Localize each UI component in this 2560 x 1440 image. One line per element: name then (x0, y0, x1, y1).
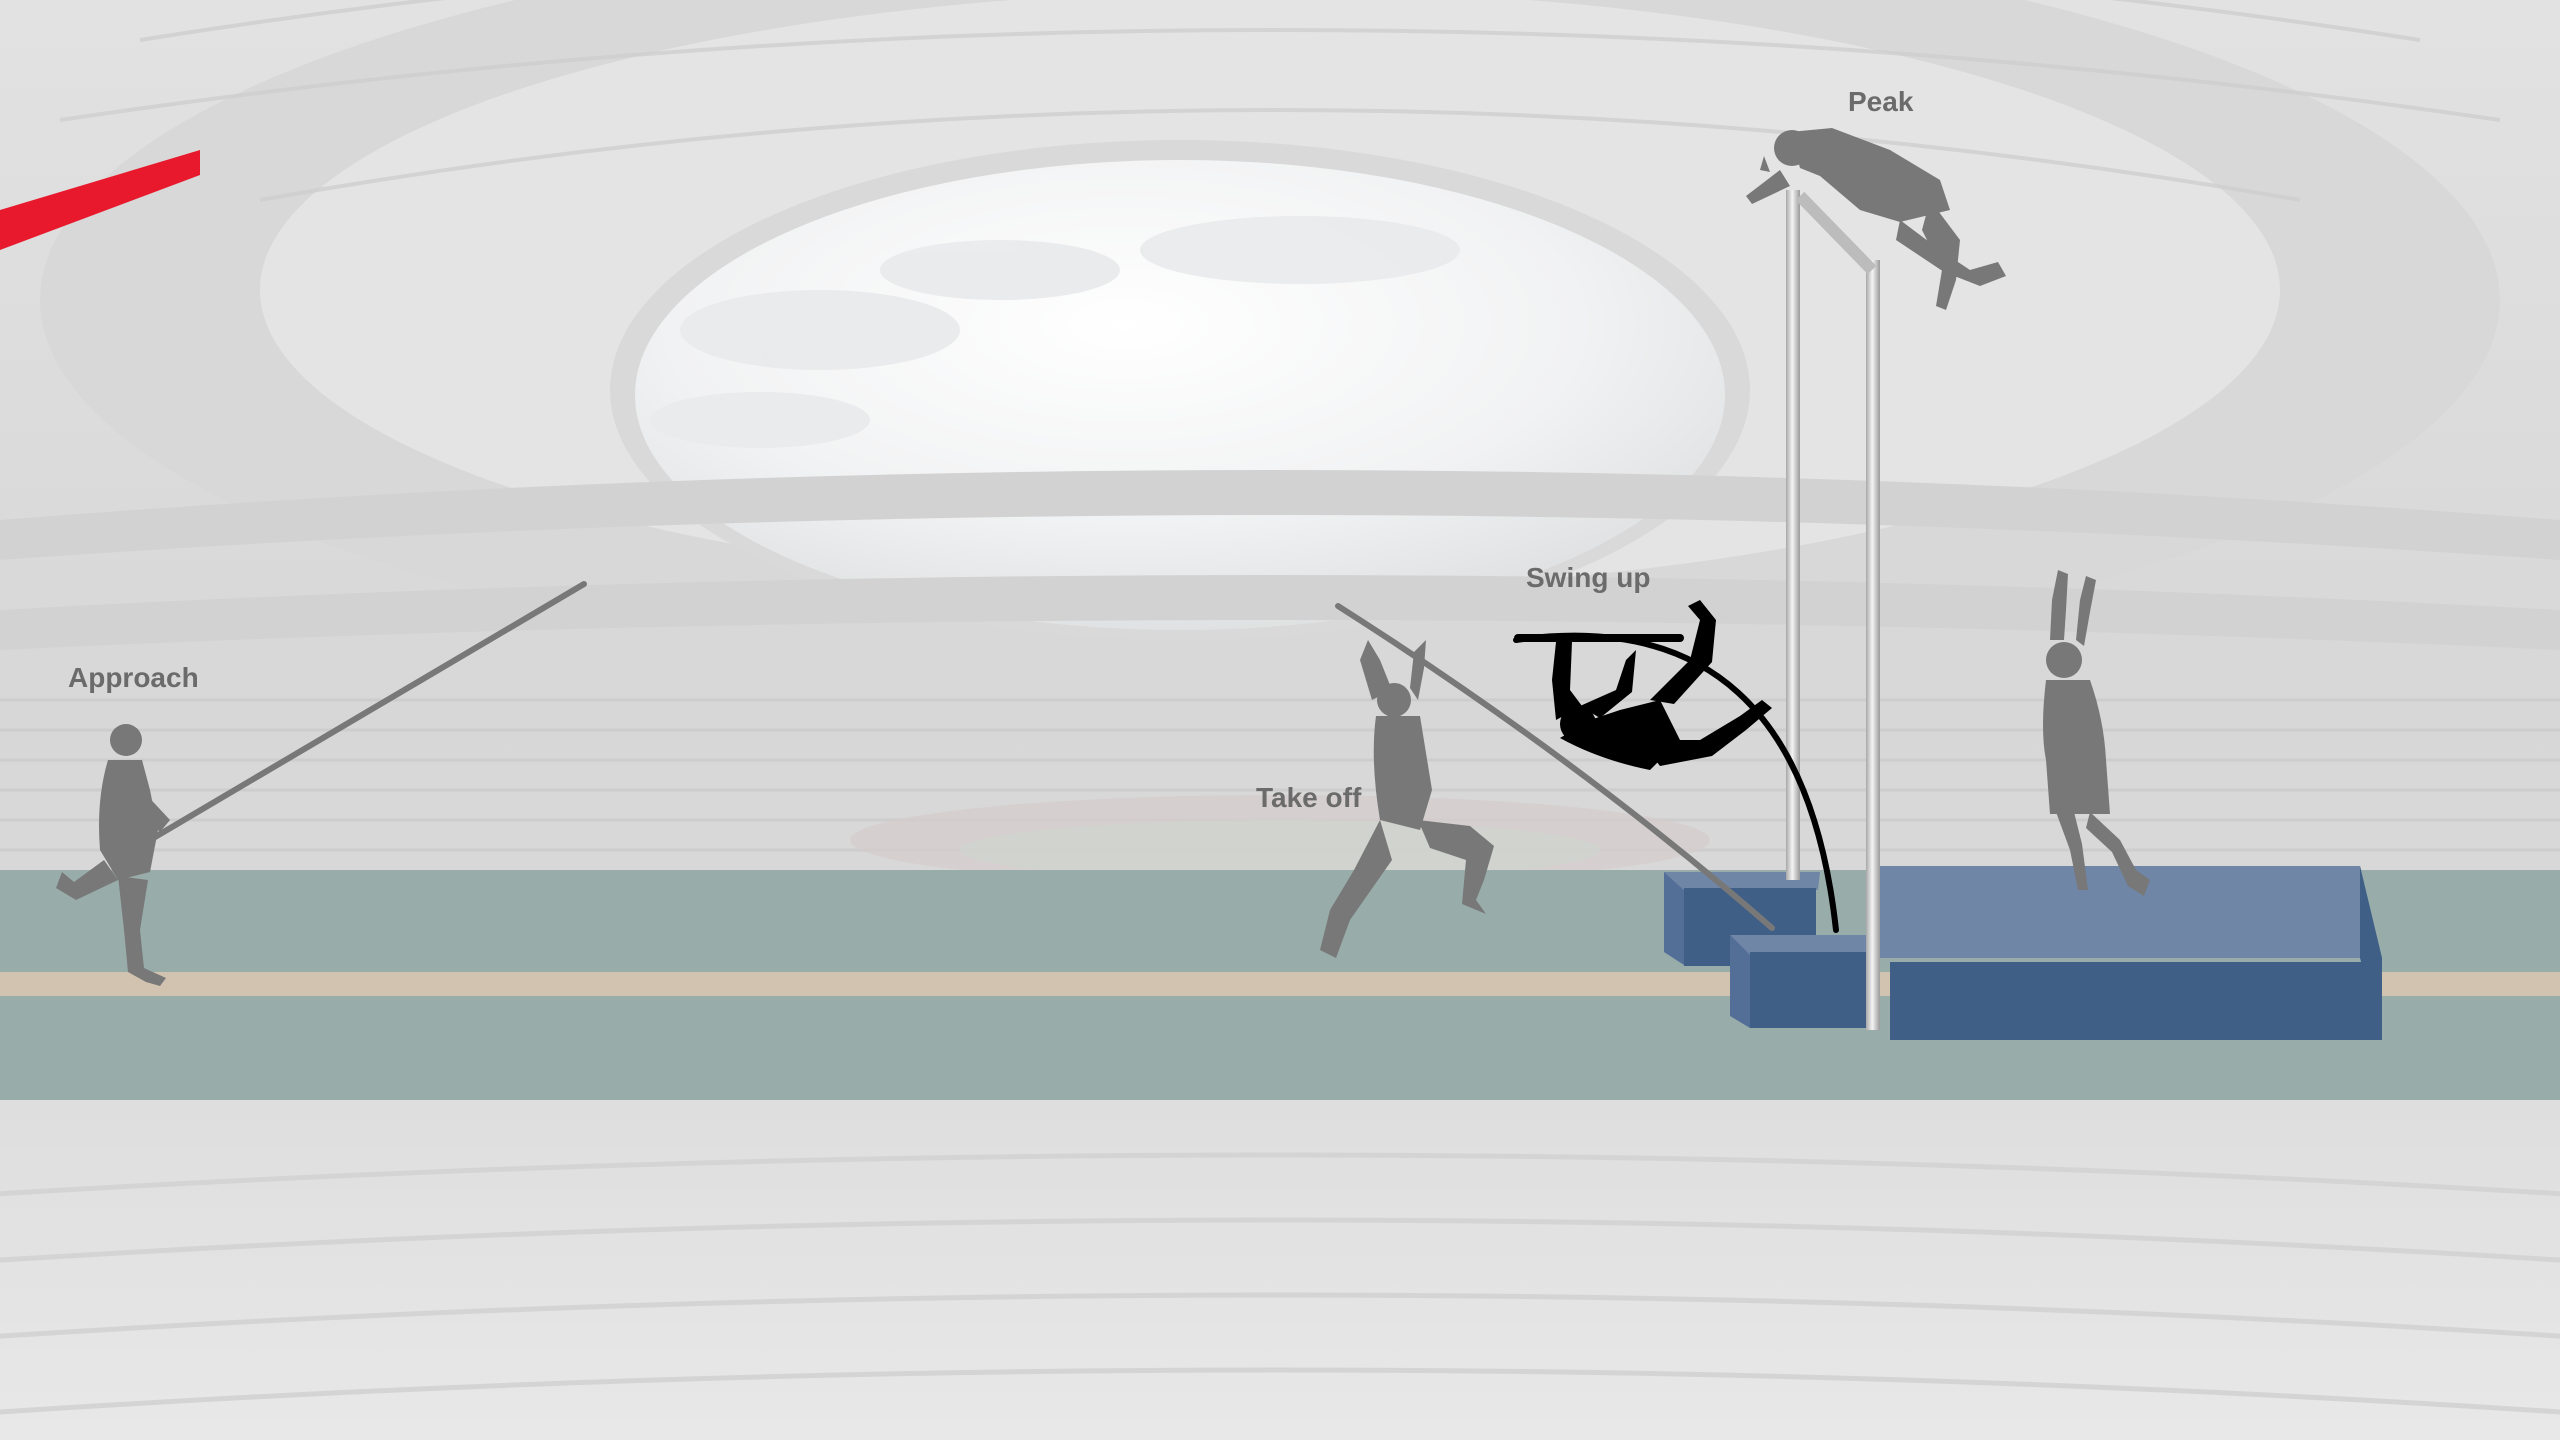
phase-label-take-off: Take off (1256, 782, 1361, 814)
phase-label-approach: Approach (68, 662, 199, 694)
landing-mat (1664, 866, 2382, 1040)
phase-label-peak: Peak (1848, 86, 1913, 118)
phase-label-swing-up: Swing up (1526, 562, 1650, 594)
